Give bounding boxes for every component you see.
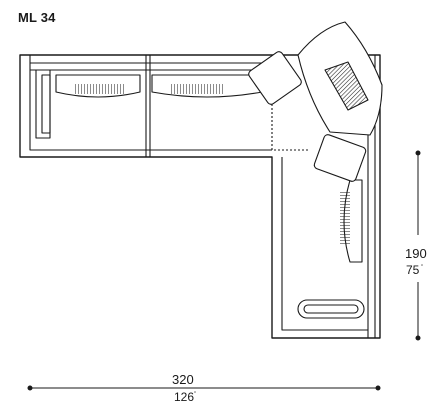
depth-cm-label: 190: [405, 246, 427, 261]
seat-2-hatch: [170, 84, 225, 94]
depth-in-label: 75: [406, 263, 420, 277]
dimension-width: [27, 385, 381, 391]
backrest-inner-line: [29, 55, 272, 151]
width-in-unit: ”: [194, 392, 196, 398]
sofa-outer-outline: [19, 54, 381, 339]
model-code-title: ML 34: [18, 10, 56, 25]
seat-1-hatch: [75, 84, 125, 94]
left-arm-inner: [41, 74, 51, 134]
width-in-label: 126: [174, 390, 194, 404]
corner-dotted-edge: [271, 100, 310, 151]
chaise-footrest-pad: [297, 299, 365, 319]
chaise-seat-edge: [281, 157, 368, 331]
dimension-depth: [415, 150, 421, 341]
width-cm-label: 320: [172, 372, 194, 387]
seat-1-cushion: [55, 74, 141, 98]
hatch-areas: [75, 84, 350, 245]
chaise-footrest-pad-inner: [303, 304, 359, 314]
pillow-square-1: [248, 51, 302, 105]
left-arm: [35, 69, 51, 139]
pillow-fan-inner-hatch: [324, 61, 369, 111]
depth-in-unit: ”: [421, 265, 423, 271]
pillow-square-2: [313, 134, 367, 182]
chaise-hatch: [340, 190, 350, 245]
